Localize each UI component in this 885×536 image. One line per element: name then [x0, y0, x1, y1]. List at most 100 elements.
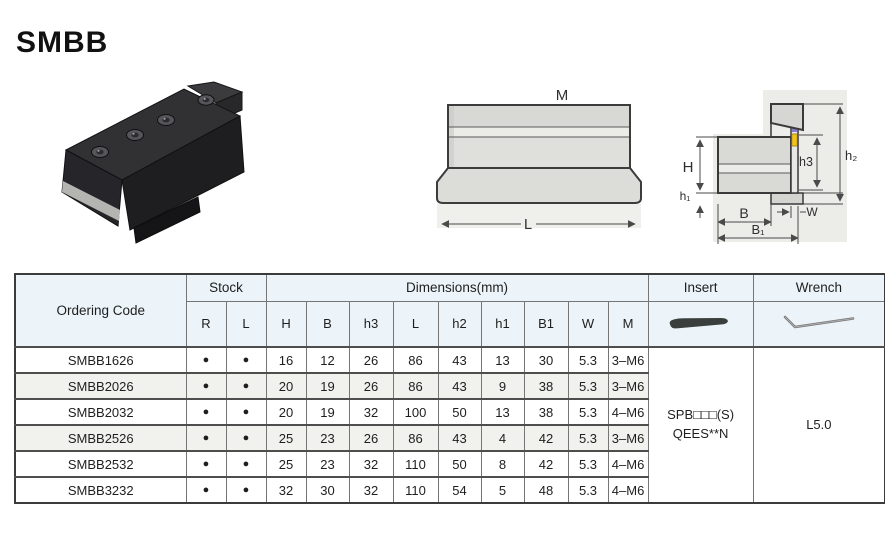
dim-cell-b: 23	[305, 424, 350, 452]
dim-cell-h: 16	[265, 346, 307, 374]
ordering-code-cell: SMBB2532	[14, 450, 187, 478]
dim-cell-h2: 43	[437, 346, 482, 374]
dim-cell-w: 5.3	[567, 372, 609, 400]
side-view-label-h: H	[683, 159, 694, 176]
dim-cell-h2: 50	[437, 450, 482, 478]
dim-cell-h1: 5	[480, 476, 525, 504]
dim-cell-m: 3–M6	[607, 372, 649, 400]
dim-cell-h3: 32	[348, 476, 394, 504]
dim-cell-r: ●	[185, 450, 227, 478]
dim-cell-h1: 9	[480, 372, 525, 400]
insert-icon	[669, 318, 728, 329]
dim-cell-l: ●	[225, 450, 267, 478]
product-photo	[38, 80, 263, 257]
dim-cell-len: 86	[392, 372, 439, 400]
col-header-h3: h3	[348, 300, 394, 348]
dim-cell-h2: 43	[437, 424, 482, 452]
ordering-code-cell: SMBB2026	[14, 372, 187, 400]
col-header-len: L	[392, 300, 439, 348]
insert-value-line-1: SPB□□□(S)	[667, 407, 735, 423]
side-view-label-h1: h₁	[680, 189, 691, 203]
dim-cell-h: 32	[265, 476, 307, 504]
col-header-stock: Stock	[185, 273, 267, 302]
col-header-w: W	[567, 300, 609, 348]
dim-cell-b1: 30	[523, 346, 569, 374]
dim-cell-r: ●	[185, 398, 227, 426]
dim-cell-r: ●	[185, 424, 227, 452]
tool-block-shape	[61, 81, 245, 244]
front-view-svg: M L	[436, 87, 642, 233]
dim-cell-b: 19	[305, 372, 350, 400]
front-view-label-l: L	[524, 217, 532, 233]
dim-cell-w: 5.3	[567, 424, 609, 452]
dim-cell-b1: 42	[523, 424, 569, 452]
side-view-dimensions: H h₁ h₂ h3 B B₁ W	[680, 106, 857, 244]
side-view-svg: H h₁ h₂ h3 B B₁ W	[680, 90, 857, 244]
dim-cell-b1: 38	[523, 398, 569, 426]
dim-cell-b: 19	[305, 398, 350, 426]
side-view-shape	[696, 90, 847, 242]
col-header-insert: Insert	[647, 273, 754, 302]
dim-cell-w: 5.3	[567, 346, 609, 374]
dim-cell-h3: 26	[348, 372, 394, 400]
dim-cell-h: 25	[265, 424, 307, 452]
dim-cell-len: 86	[392, 424, 439, 452]
col-header-b: B	[305, 300, 350, 348]
dim-cell-h1: 4	[480, 424, 525, 452]
spec-table: Ordering Code Stock Dimensions(mm) Inser…	[14, 273, 885, 504]
insert-icon-cell	[647, 300, 754, 348]
dim-cell-len: 86	[392, 346, 439, 374]
table-header-row-1: Ordering Code Stock Dimensions(mm) Inser…	[14, 273, 885, 348]
col-header-h2: h2	[437, 300, 482, 348]
dim-cell-m: 4–M6	[607, 476, 649, 504]
front-view-drawing: M L	[425, 87, 665, 245]
dim-cell-l: ●	[225, 372, 267, 400]
dim-cell-b: 12	[305, 346, 350, 374]
col-header-wrench: Wrench	[752, 273, 885, 302]
dim-cell-h3: 32	[348, 450, 394, 478]
dim-cell-b1: 38	[523, 372, 569, 400]
wrench-icon-cell	[752, 300, 885, 348]
dim-cell-h3: 32	[348, 398, 394, 426]
col-header-r: R	[185, 300, 227, 348]
dim-cell-l: ●	[225, 424, 267, 452]
wrench-icon	[783, 315, 855, 329]
side-view-label-h2: h₂	[845, 148, 857, 163]
dim-cell-w: 5.3	[567, 476, 609, 504]
dim-cell-w: 5.3	[567, 450, 609, 478]
col-header-h1: h1	[480, 300, 525, 348]
dim-cell-r: ●	[185, 372, 227, 400]
dim-cell-h2: 43	[437, 372, 482, 400]
col-header-h: H	[265, 300, 307, 348]
ordering-code-cell: SMBB3232	[14, 476, 187, 504]
dim-cell-m: 3–M6	[607, 346, 649, 374]
dim-cell-len: 110	[392, 450, 439, 478]
front-view-shape	[436, 104, 642, 228]
insert-value-cell: SPB□□□(S)QEES**N	[647, 346, 754, 504]
dim-cell-h1: 13	[480, 398, 525, 426]
dim-cell-h2: 54	[437, 476, 482, 504]
front-view-dimensions: M L	[441, 87, 636, 233]
side-view-label-b: B	[739, 205, 748, 221]
table-header-row-2: R L H B h3 L h2 h1 B1 W M	[15, 300, 885, 348]
product-photo-image	[61, 81, 245, 244]
dim-cell-h3: 26	[348, 424, 394, 452]
dim-cell-b: 30	[305, 476, 350, 504]
dim-cell-r: ●	[185, 346, 227, 374]
dim-cell-h3: 26	[348, 346, 394, 374]
dim-cell-h2: 50	[437, 398, 482, 426]
dim-cell-m: 4–M6	[607, 450, 649, 478]
side-view-label-h3: h3	[799, 155, 813, 169]
dim-cell-b: 23	[305, 450, 350, 478]
dim-cell-l: ●	[225, 398, 267, 426]
col-header-b1: B1	[523, 300, 569, 348]
col-header-m: M	[607, 300, 649, 348]
wrench-value-cell: L5.0	[752, 346, 885, 504]
